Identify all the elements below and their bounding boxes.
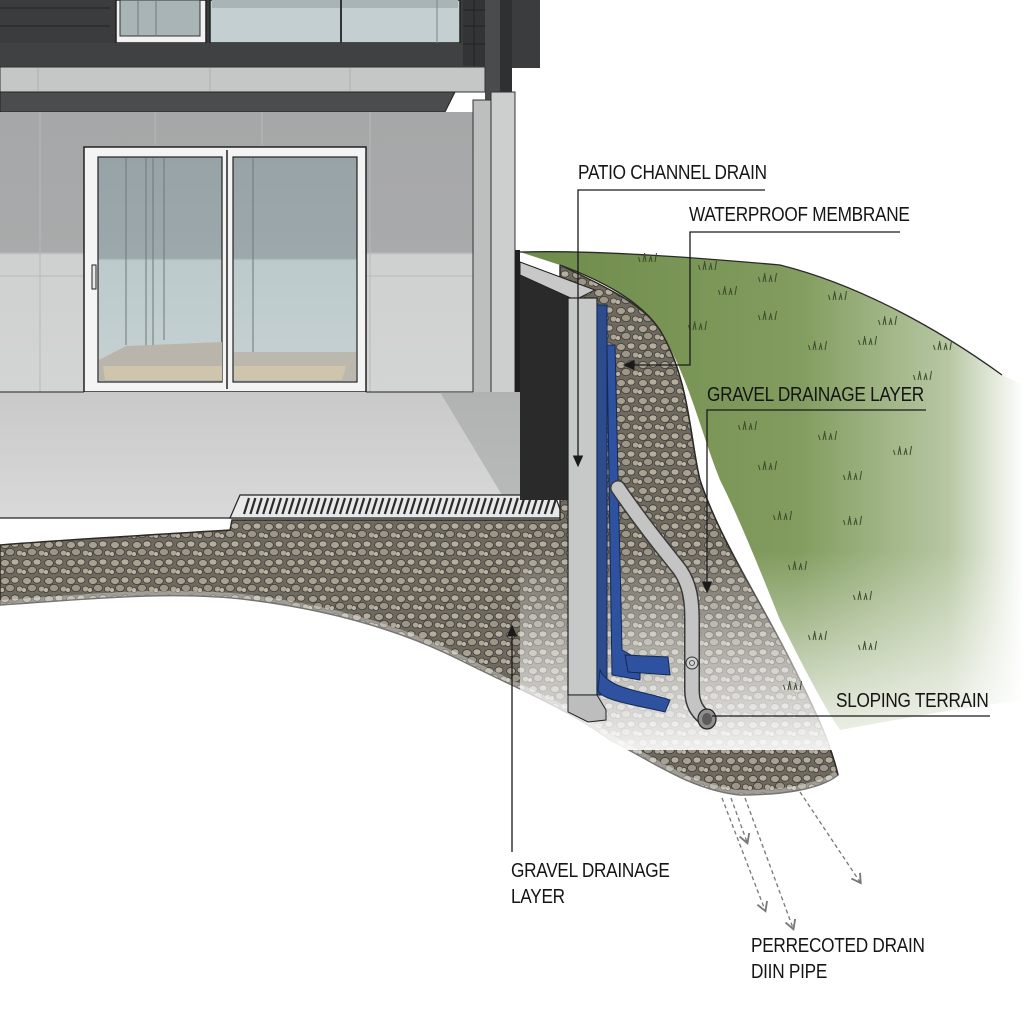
- perforated-drain-pipe: [610, 480, 717, 730]
- leader-patio-channel-drain: [572, 189, 765, 468]
- door-handle: [91, 264, 97, 290]
- foundation-wall: [519, 261, 607, 723]
- upper-window: [115, 0, 461, 44]
- sliding-glass-door: [83, 146, 367, 393]
- label-sloping-terrain: SLOPING TERRAIN: [836, 690, 989, 712]
- leader-lines: [506, 189, 990, 852]
- label-gravel-drainage-layer-bottom-line1: GRAVEL DRAINAGE: [511, 860, 670, 882]
- upper-floor-siding: [0, 0, 540, 128]
- water-flow-arrows: [721, 791, 860, 928]
- label-patio-channel-drain: PATIO CHANNEL DRAIN: [578, 162, 767, 184]
- concrete-beam: [0, 66, 486, 93]
- label-gravel-drainage-layer-bottom-line2: LAYER: [511, 886, 565, 908]
- channel-drain-grate: [229, 494, 564, 519]
- leader-gravel-drainage-layer-right: [701, 409, 926, 594]
- label-waterproof-membrane: WATERPROOF MEMBRANE: [689, 204, 910, 226]
- leader-waterproof-membrane: [622, 231, 900, 371]
- label-perforated-drain-pipe-line1: PERRECOTED DRAIN: [751, 935, 925, 957]
- waterproof-membrane: [596, 304, 671, 713]
- label-gravel-drainage-layer-right: GRAVEL DRAINAGE LAYER: [707, 384, 924, 406]
- label-perforated-drain-pipe-line2: DIIN PIPE: [751, 961, 828, 983]
- patio-overhang-soffit: [0, 91, 456, 113]
